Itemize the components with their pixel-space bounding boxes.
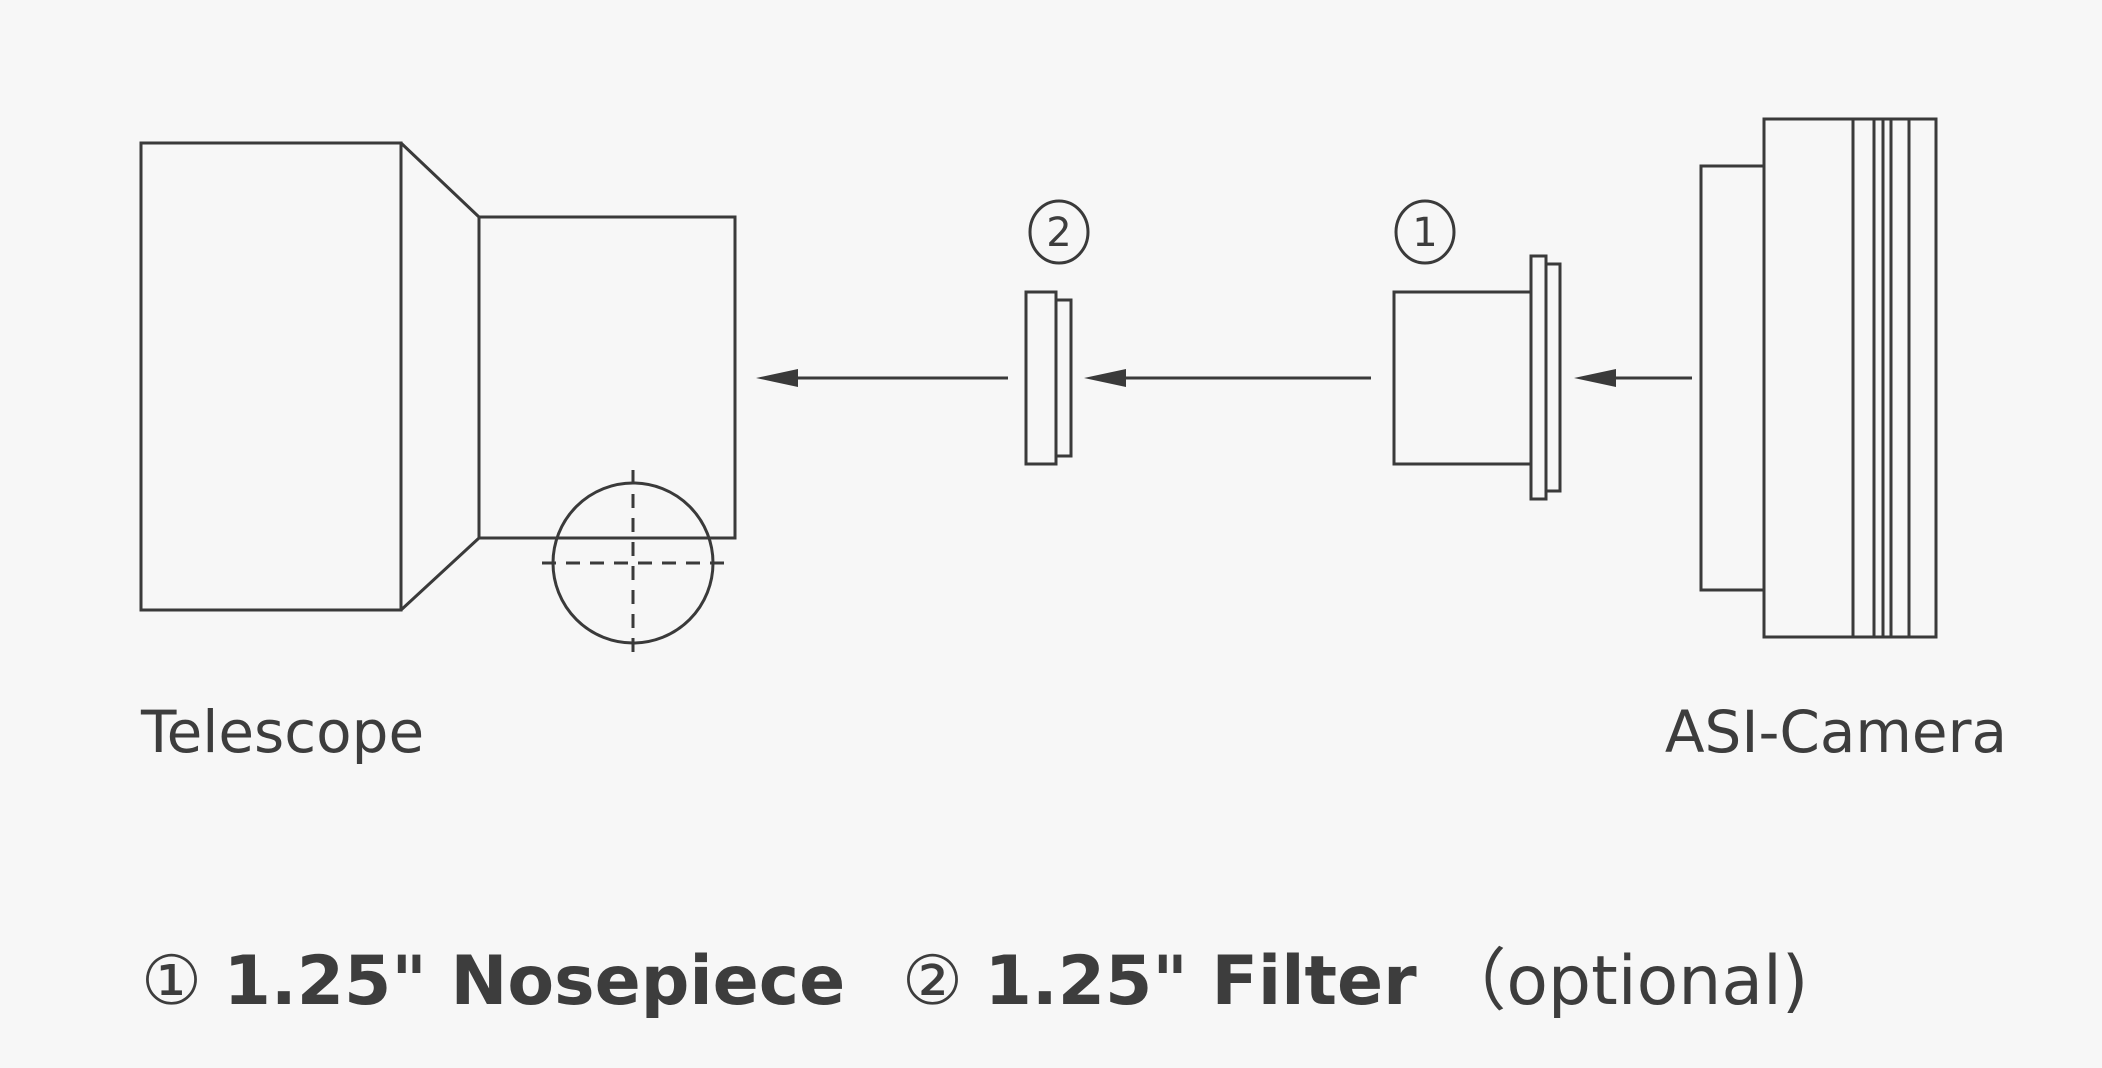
arrowhead-icon bbox=[1084, 369, 1126, 387]
legend-text: 1.25" Nosepiece bbox=[224, 942, 846, 1021]
telescope-cone-bottom bbox=[399, 536, 481, 612]
nosepiece-flange bbox=[1529, 254, 1548, 501]
marker-1-circle bbox=[1394, 199, 1456, 265]
camera-front bbox=[1699, 164, 1766, 592]
telescope-label: Telescope bbox=[140, 698, 424, 766]
telescope-focuser bbox=[477, 215, 737, 540]
legend-item-nosepiece: ① 1.25" Nosepiece bbox=[141, 942, 845, 1021]
legend: ① 1.25" Nosepiece ② 1.25" Filter （option… bbox=[141, 942, 1808, 1021]
telescope-tube bbox=[139, 141, 403, 612]
arrows bbox=[756, 369, 1692, 387]
legend-note: （optional) bbox=[1438, 942, 1808, 1021]
nosepiece-drawing: 1 bbox=[1392, 199, 1562, 501]
camera-drawing bbox=[1699, 117, 1938, 639]
arrowhead-icon bbox=[756, 369, 798, 387]
marker-1: 1 bbox=[1412, 210, 1437, 256]
legend-text: 1.25" Filter bbox=[985, 942, 1418, 1021]
nosepiece-thread bbox=[1544, 262, 1562, 493]
nosepiece-barrel bbox=[1392, 290, 1533, 466]
legend-marker: ① bbox=[141, 942, 202, 1021]
legend-item-filter: ② 1.25" Filter （optional) bbox=[902, 942, 1808, 1021]
filter-ring bbox=[1024, 290, 1058, 466]
legend-marker: ② bbox=[902, 942, 963, 1021]
marker-2: 2 bbox=[1046, 210, 1071, 256]
telescope-cone-top bbox=[399, 141, 481, 219]
arrowhead-icon bbox=[1574, 369, 1616, 387]
filter-drawing: 2 bbox=[1024, 199, 1090, 466]
filter-thread bbox=[1054, 298, 1073, 458]
marker-2-circle bbox=[1028, 199, 1090, 265]
camera-label: ASI-Camera bbox=[1665, 698, 2007, 766]
telescope-drawing bbox=[139, 141, 737, 655]
camera-body bbox=[1762, 117, 1938, 639]
